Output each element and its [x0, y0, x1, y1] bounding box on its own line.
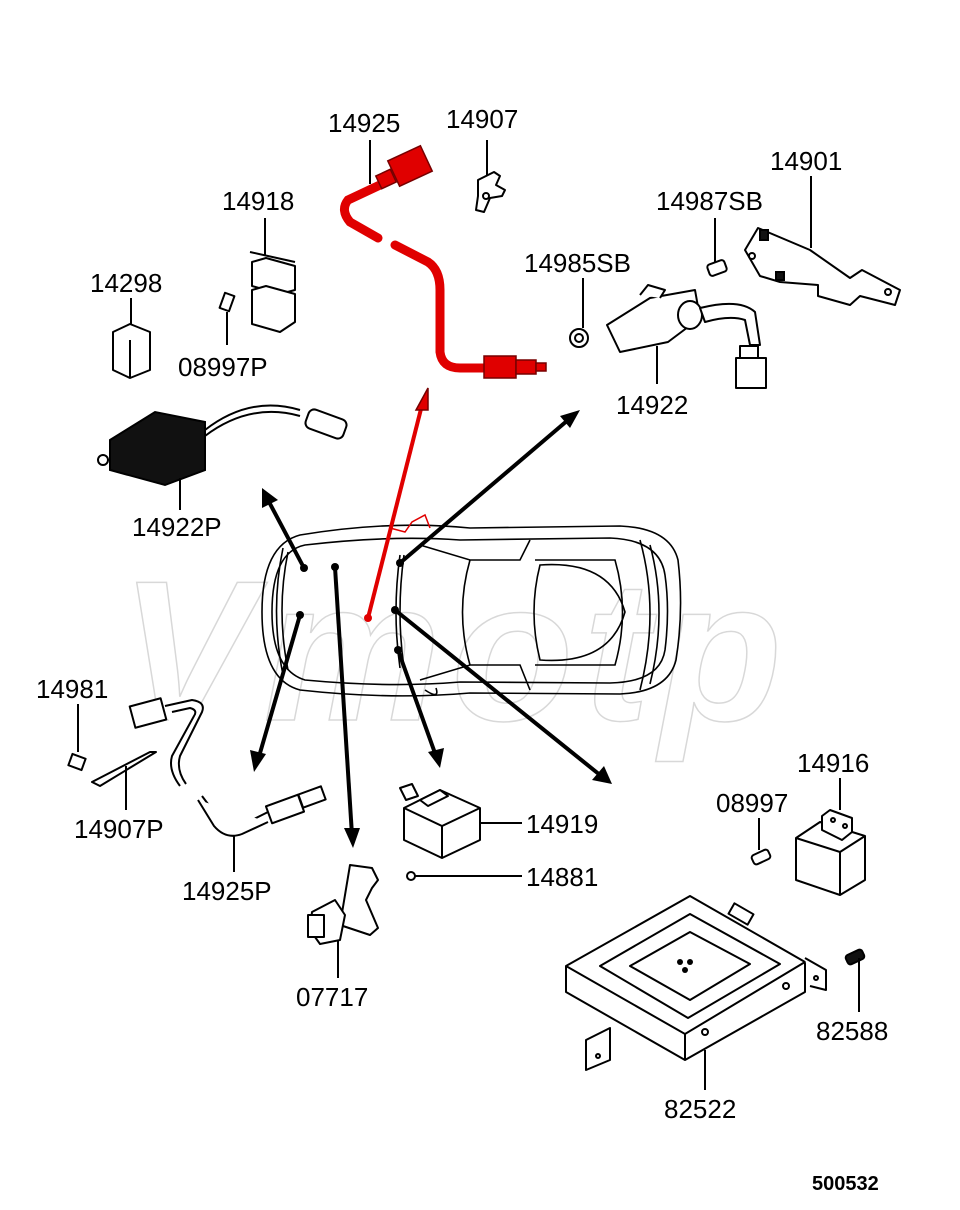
part-14919[interactable]: 14919 [399, 783, 598, 859]
label-14919: 14919 [526, 809, 598, 839]
label-14901: 14901 [770, 146, 842, 176]
part-14918[interactable]: 14918 [222, 186, 296, 333]
part-14907P[interactable]: 14907P [74, 751, 164, 844]
brand-logo-icon [677, 959, 693, 973]
label-14907: 14907 [446, 104, 518, 134]
label-14922: 14922 [616, 390, 688, 420]
label-14987SB: 14987SB [656, 186, 763, 216]
part-07717[interactable]: 07717 [296, 864, 379, 1012]
part-14925[interactable]: 14925 [328, 108, 547, 379]
label-14981: 14981 [36, 674, 108, 704]
label-14925: 14925 [328, 108, 400, 138]
part-14901[interactable]: 14901 [744, 146, 901, 306]
part-14922P[interactable]: 14922P [97, 404, 348, 543]
location-arrows [250, 410, 612, 848]
highlight-arrow [364, 387, 431, 622]
part-82588[interactable]: 82588 [816, 948, 888, 1046]
part-14881[interactable]: 14881 [406, 862, 598, 892]
part-14985SB[interactable]: 14985SB [524, 248, 631, 348]
part-14916[interactable]: 14916 [795, 748, 869, 896]
part-14987SB[interactable]: 14987SB [656, 186, 763, 277]
part-14298[interactable]: 14298 [90, 268, 162, 379]
label-14925P: 14925P [182, 876, 272, 906]
reference-code: 500532 [812, 1173, 879, 1195]
label-08997P: 08997P [178, 352, 268, 382]
label-14907P: 14907P [74, 814, 164, 844]
part-08997P[interactable]: 08997P [178, 291, 268, 382]
label-08997: 08997 [716, 788, 788, 818]
part-14925P[interactable]: 14925P [128, 697, 327, 906]
part-82522[interactable]: 82522 [565, 895, 827, 1124]
part-08997[interactable]: 08997 [716, 788, 788, 866]
part-14981[interactable]: 14981 [36, 674, 108, 772]
part-14922[interactable]: 14922 [606, 284, 767, 420]
label-14298: 14298 [90, 268, 162, 298]
label-14918: 14918 [222, 186, 294, 216]
label-14881: 14881 [526, 862, 598, 892]
label-14985SB: 14985SB [524, 248, 631, 278]
label-82588: 82588 [816, 1016, 888, 1046]
watermark: Vmotp [120, 540, 792, 763]
label-14922P: 14922P [132, 512, 222, 542]
label-82522: 82522 [664, 1094, 736, 1124]
part-14907[interactable]: 14907 [446, 104, 518, 213]
label-14916: 14916 [797, 748, 869, 778]
label-07717: 07717 [296, 982, 368, 1012]
